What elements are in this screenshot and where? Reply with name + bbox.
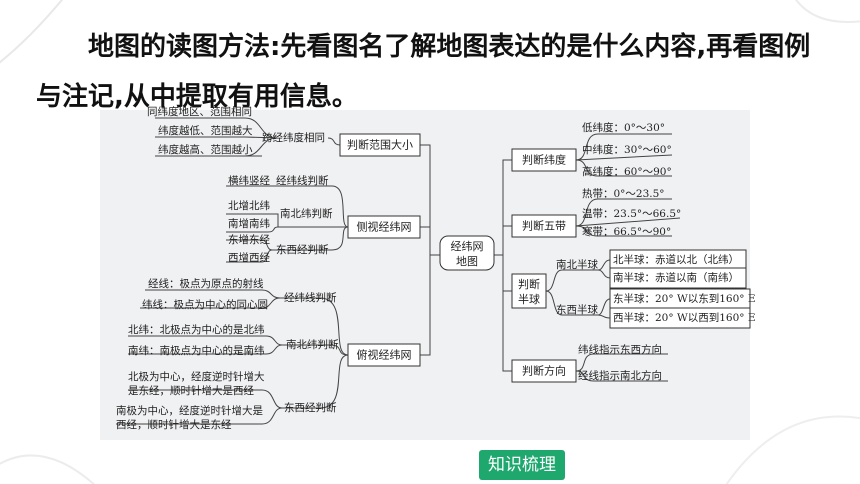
r3-s1-leaf-1: 北半球：赤道以北（北纬） [613,253,739,266]
n3-sub-2-leaf-2: 南纬：南极点为中心的是南纬 [128,344,265,357]
text-line: 西经，顺时针增大是东经 [116,418,232,431]
r4-leaf-2: 经线指示南北方向 [578,369,662,382]
text-line: 判断 [518,277,540,291]
n3-sub-3-leaf-2: 南极为中心，经度逆时针增大是西经，顺时针增大是东经 [116,404,263,431]
n1-leaf-2: 纬度越低、范围越大 [158,124,253,137]
n2-sub-2: 南北纬判断 [280,207,333,220]
text-line: 是东经，顺时针增大是西经 [128,384,254,397]
knowledge-summary-badge: 知识梳理 [479,450,565,480]
intro-text: 地图的读图方法:先看图名了解地图表达的是什么内容,再看图例与注记,从中提取有用信… [36,32,811,112]
text-line: 经纬网 [451,240,484,253]
r3-s2-leaf-1: 东半球：20° W以东到160° E [613,292,756,305]
n1-leaf-3: 纬度越高、范围越小 [158,143,253,156]
n2-sub-3: 东西经判断 [276,243,329,256]
node-direction: 判断方向 [522,364,566,378]
node-side-view: 侧视经纬网 [357,220,412,234]
text-line: 北极为中心，经度逆时针增大 [128,370,265,383]
r1-leaf-3: 高纬度：60°～90° [582,165,672,178]
node-latitude: 判断纬度 [522,153,566,167]
node-hemisphere: 判断半球 [518,277,540,306]
n3-sub-3: 东西经判断 [284,401,337,414]
n2-sub-3-leaf-2: 西增西经 [228,251,270,264]
n3-sub-1-leaf-1: 经线：极点为原点的射线 [148,277,264,290]
r1-leaf-1: 低纬度：0°～30° [582,121,665,134]
r3-sub-2: 东西半球 [556,303,598,316]
n2-sub-3-leaf-1: 东增东经 [228,233,270,246]
node-range-size: 判断范围大小 [347,138,413,152]
n1-leaf-1: 同纬度地区、范围相同 [147,105,252,118]
node-root: 经纬网地图 [451,240,484,268]
r3-s2-leaf-2: 西半球：20° W以西到160° E [613,311,756,324]
n3-sub-1-leaf-2: 纬线：极点为中心的同心圆 [142,298,268,311]
n1-sub: 跨经纬度相同 [262,131,325,144]
text-line: 地图 [456,255,478,268]
n2-sub-2-leaf-1: 北增北纬 [228,199,270,212]
node-top-view: 俯视经纬网 [357,348,412,362]
r2-leaf-3: 寒带：66.5°～90° [582,225,671,238]
text-line: 半球 [518,292,540,306]
n2-sub-2-leaf-2: 南增南纬 [228,217,270,230]
n3-sub-2-leaf-1: 北纬：北极点为中心的是北纬 [128,323,265,336]
r2-leaf-2: 温带：23.5°～66.5° [582,208,681,220]
r2-leaf-1: 热带：0°～23.5° [582,187,665,200]
n3-sub-3-leaf-1: 北极为中心，经度逆时针增大是东经，顺时针增大是西经 [128,370,265,397]
n3-sub-2: 南北纬判断 [286,338,339,351]
text-line: 南极为中心，经度逆时针增大是 [116,404,263,417]
n2-sub-1: 经纬线判断 [276,174,329,187]
r1-leaf-2: 中纬度：30°～60° [582,143,672,156]
node-five-zones: 判断五带 [522,219,566,233]
r3-sub-1: 南北半球 [556,258,598,271]
n2-sub-1-leaf: 横纬竖经 [228,174,270,187]
n3-sub-1: 经纬线判断 [284,291,337,304]
r3-s1-leaf-2: 南半球：赤道以南（南纬） [613,271,739,284]
r4-leaf-1: 纬线指示东西方向 [578,343,662,356]
